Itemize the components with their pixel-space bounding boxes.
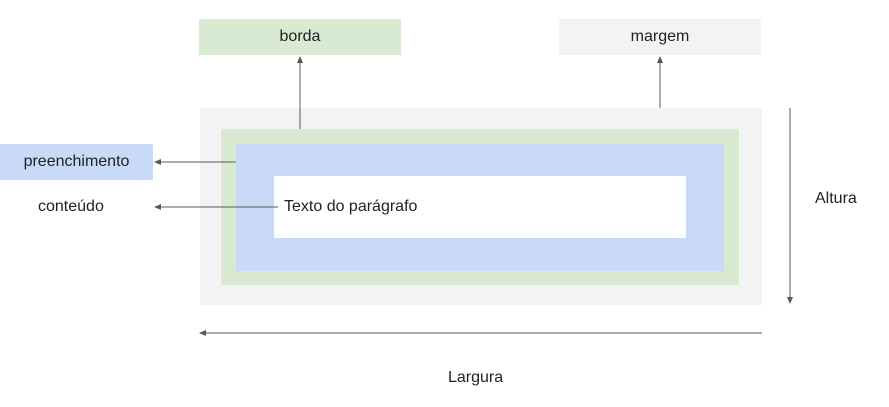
- content-label: conteúdo: [38, 198, 104, 215]
- margin-label: margem: [559, 19, 761, 55]
- padding-arrowhead: [154, 159, 161, 165]
- height-label: Altura: [815, 190, 857, 207]
- margin-label-text: margem: [630, 28, 690, 45]
- paragraph-text: Texto do parágrafo: [284, 198, 418, 215]
- margin-arrowhead: [657, 56, 663, 63]
- padding-label: preenchimento: [0, 144, 153, 180]
- content-area: Texto do parágrafo: [274, 176, 686, 238]
- content-arrowhead: [154, 204, 161, 210]
- width-arrowhead: [199, 330, 206, 336]
- border-label: borda: [199, 19, 401, 55]
- border-arrowhead: [297, 56, 303, 63]
- height-arrowhead: [787, 297, 793, 304]
- border-label-text: borda: [279, 28, 321, 45]
- padding-label-text: preenchimento: [23, 153, 130, 170]
- width-label: Largura: [448, 369, 504, 386]
